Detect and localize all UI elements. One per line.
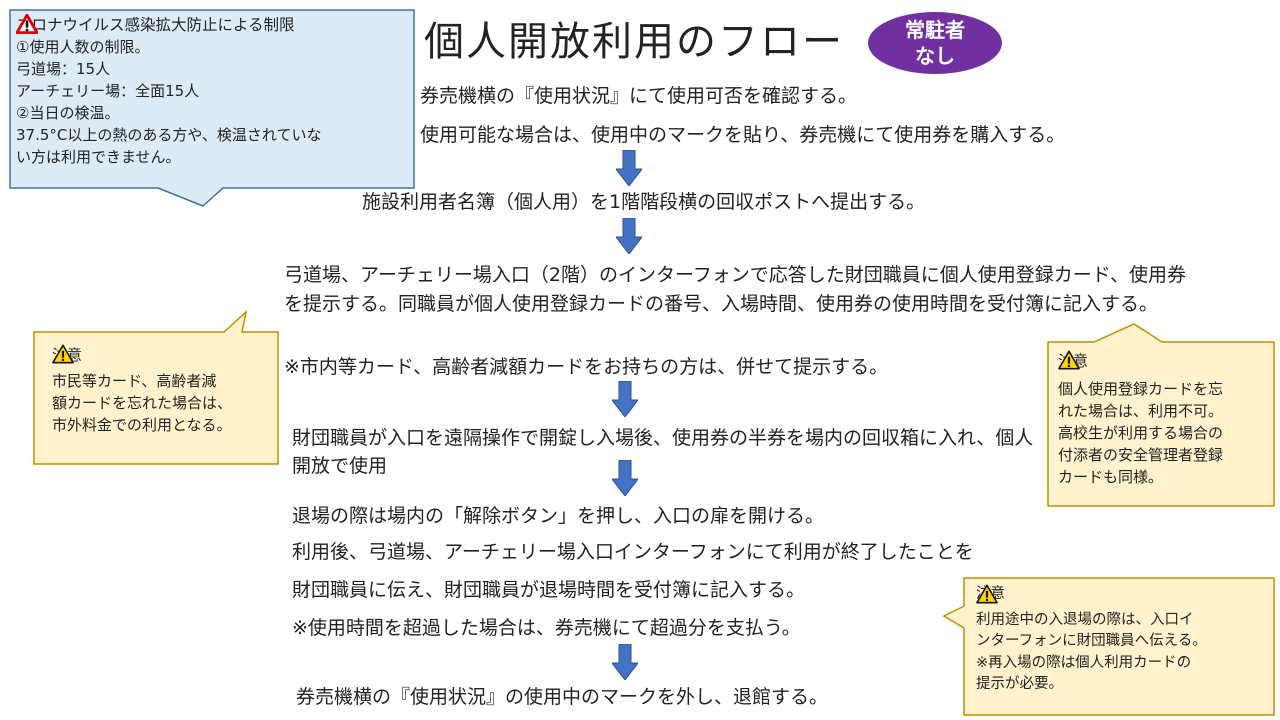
corona-note-line: 弓道場：15人 bbox=[16, 60, 111, 78]
caution-text-line: 個人使用登録カードを忘 bbox=[1058, 380, 1224, 398]
corona-note-line: 37.5°C以上の熱のある方や、検温されていな bbox=[16, 126, 322, 144]
caution-text-line: 利用途中の入退場の際は、入口イ bbox=[976, 611, 1194, 628]
caution-callout-left: 注意 市民等カード、高齢者減 額カードを忘れた場合は、 市外料金での利用となる。 bbox=[32, 309, 282, 470]
warning-icon bbox=[16, 14, 38, 34]
flow-step-3: 施設利用者名簿（個人用）を1階階段横の回収ポストへ提出する。 bbox=[362, 191, 926, 213]
caution-text-line: ※再入場の際は個人利用カードの bbox=[976, 654, 1192, 671]
flow-step-4: 弓道場、アーチェリー場入口（2階）のインターフォンで応答した財団職員に個人使用登… bbox=[284, 264, 1187, 315]
caution-text-line: 付添者の安全管理者登録 bbox=[1058, 446, 1224, 464]
down-arrow-icon bbox=[612, 644, 638, 680]
warning-icon bbox=[976, 584, 998, 604]
flow-step-7: 利用後、弓道場、アーチェリー場入口インターフォンにて利用が終了したことを bbox=[292, 541, 974, 563]
corona-note-line: ①使用人数の制限。 bbox=[16, 38, 150, 56]
down-arrow-icon bbox=[616, 150, 642, 186]
caution-text-line: 額カードを忘れた場合は、 bbox=[52, 394, 233, 412]
flow-step-6: 退場の際は場内の「解除ボタン」を押し、入口の扉を開ける。 bbox=[292, 505, 825, 527]
caution-text-line: 市民等カード、高齢者減 bbox=[52, 372, 217, 390]
badge-line-1: 常駐者 bbox=[905, 18, 965, 42]
flow-step-7-cont: 財団職員に伝え、財団職員が退場時間を受付簿に記入する。 bbox=[292, 579, 806, 601]
flow-step-7-note: ※使用時間を超過した場合は、券売機にて超過分を支払う。 bbox=[292, 617, 801, 639]
page-title: 個人開放利用のフロー bbox=[424, 19, 844, 65]
corona-note-line: ②当日の検温。 bbox=[16, 104, 120, 122]
caution-callout-bottom: 注意 利用途中の入退場の際は、入口イ ンターフォンに財団職員へ伝える。 ※再入場… bbox=[940, 576, 1278, 718]
caution-text-line: 提示が必要。 bbox=[976, 676, 1063, 692]
corona-restriction-callout: コロナウイルス感染拡大防止による制限 ①使用人数の制限。 弓道場：15人 アーチ… bbox=[8, 8, 418, 208]
caution-callout-left-shape bbox=[33, 309, 279, 465]
corona-note-line: い方は利用できません。 bbox=[16, 148, 181, 166]
caution-text-line: カードも同様。 bbox=[1058, 468, 1164, 486]
caution-text-line: 市外料金での利用となる。 bbox=[52, 416, 232, 434]
down-arrow-icon bbox=[616, 218, 642, 254]
caution-callout-right-shape bbox=[1047, 323, 1275, 507]
warning-icon bbox=[1058, 350, 1080, 370]
flow-step-5: 財団職員が入口を遠隔操作で開錠し入場後、使用券の半券を場内の回収箱に入れ、個人開… bbox=[292, 427, 1034, 477]
flow-step-8: 券売機横の『使用状況』の使用中のマークを外し、退館する。 bbox=[296, 686, 829, 708]
flow-step-2: 使用可能な場合は、使用中のマークを貼り、券売機にて使用券を購入する。 bbox=[420, 124, 1066, 146]
corona-note-line: アーチェリー場：全面15人 bbox=[16, 82, 200, 100]
down-arrow-icon bbox=[612, 381, 638, 417]
down-arrow-icon bbox=[612, 460, 638, 496]
flow-step-4-note: ※市内等カード、高齢者減額カードをお持ちの方は、併せて提示する。 bbox=[284, 356, 889, 378]
caution-text-line: 高校生が利用する場合の bbox=[1058, 424, 1224, 442]
resident-staff-badge: 常駐者 なし bbox=[868, 12, 1002, 74]
corona-note-title: コロナウイルス感染拡大防止による制限 bbox=[16, 16, 295, 34]
caution-text-line: れた場合は、利用不可。 bbox=[1058, 402, 1224, 420]
flow-step-1: 券売機横の『使用状況』にて使用可否を確認する。 bbox=[420, 85, 858, 107]
caution-callout-bottom-shape bbox=[942, 577, 1275, 716]
caution-text-line: ンターフォンに財団職員へ伝える。 bbox=[976, 633, 1207, 649]
caution-callout-right: 注意 個人使用登録カードを忘 れた場合は、利用不可。 高校生が利用する場合の 付… bbox=[1046, 322, 1278, 510]
corona-callout-shape bbox=[9, 9, 415, 207]
warning-icon bbox=[52, 344, 74, 364]
badge-line-2: なし bbox=[915, 44, 955, 68]
